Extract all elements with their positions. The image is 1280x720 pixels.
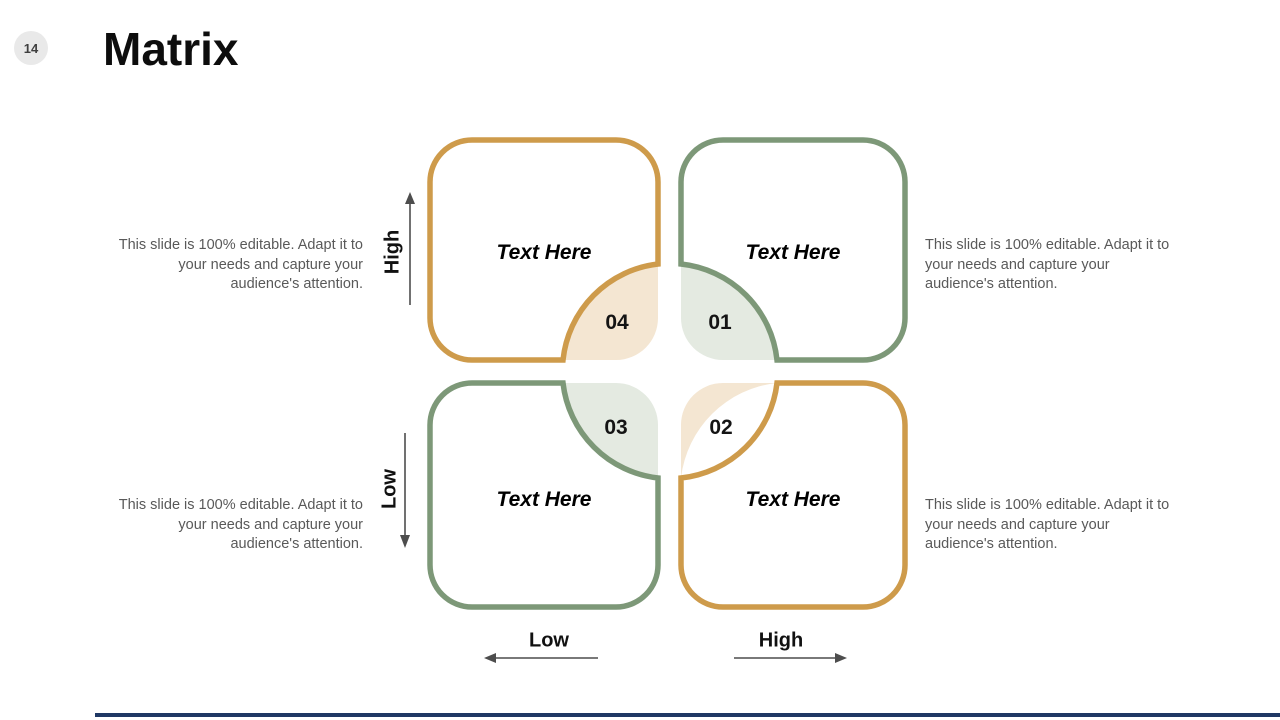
quadrant-number-01[interactable]: 01 — [708, 311, 732, 334]
x-axis-high-arrow — [734, 653, 847, 663]
y-axis-label-low[interactable]: Low — [378, 469, 401, 509]
quadrant-corner-fill-03 — [563, 383, 658, 478]
page-number: 14 — [23, 40, 39, 56]
caption-bottom-left[interactable]: This slide is 100% editable. Adapt it to… — [118, 497, 363, 552]
quadrant-label-top-left[interactable]: Text Here — [496, 241, 592, 264]
quadrant-label-top-right[interactable]: Text Here — [745, 241, 841, 264]
quadrant-label-bottom-right[interactable]: Text Here — [745, 488, 841, 511]
x-axis-label-high[interactable]: High — [758, 629, 804, 652]
y-axis-label-high[interactable]: High — [381, 229, 404, 275]
caption-top-right[interactable]: This slide is 100% editable. Adapt it to… — [925, 237, 1170, 292]
caption-bottom-right[interactable]: This slide is 100% editable. Adapt it to… — [925, 497, 1170, 552]
footer-accent-line — [95, 713, 1280, 717]
quadrant-corner-fill-01 — [681, 264, 777, 360]
quadrant-shape-top-right[interactable] — [678, 137, 908, 363]
quadrant-corner-fill-04 — [563, 264, 658, 360]
slide-title[interactable]: Matrix — [103, 23, 239, 75]
y-axis-high-arrow — [405, 192, 415, 305]
caption-top-left[interactable]: This slide is 100% editable. Adapt it to… — [118, 237, 363, 292]
x-axis-low-arrow — [484, 653, 598, 663]
quadrant-shape-top-left[interactable] — [427, 137, 661, 363]
page-number-badge: 14 — [14, 31, 48, 65]
quadrant-number-03[interactable]: 03 — [604, 416, 628, 439]
quadrant-shape-bottom-left[interactable] — [427, 380, 661, 610]
quadrant-number-04[interactable]: 04 — [605, 311, 629, 334]
quadrant-corner-fill-02 — [681, 383, 777, 478]
y-axis-low-arrow — [400, 433, 410, 548]
x-axis-label-low[interactable]: Low — [529, 629, 569, 652]
quadrant-number-02[interactable]: 02 — [709, 416, 733, 439]
quadrant-shape-bottom-right[interactable] — [678, 380, 908, 610]
quadrant-label-bottom-left[interactable]: Text Here — [496, 488, 592, 511]
